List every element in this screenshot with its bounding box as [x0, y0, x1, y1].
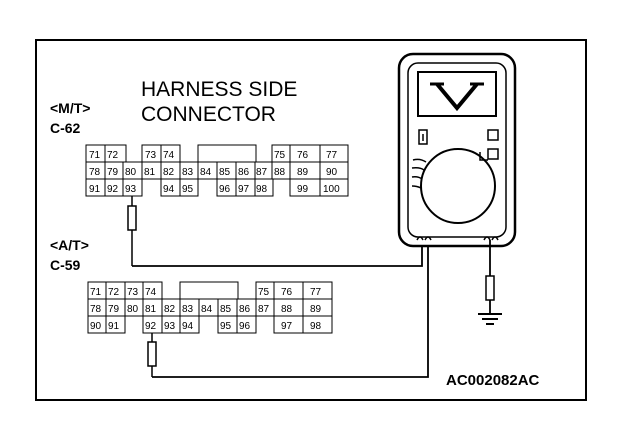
- pin-100: 100: [323, 184, 340, 195]
- pin-75: 75: [274, 150, 286, 161]
- pin-79: 79: [107, 167, 119, 178]
- pin-77: 77: [326, 150, 338, 161]
- pin-73: 73: [145, 150, 157, 161]
- button-icon: [487, 148, 499, 160]
- pin-90: 90: [326, 167, 338, 178]
- pin-71: 71: [89, 150, 101, 161]
- at-pin-92: 92: [145, 321, 157, 332]
- at-pin-78: 78: [90, 304, 102, 315]
- probe-c59-pin92: [147, 333, 157, 377]
- pin-84: 84: [200, 167, 212, 178]
- at-pin-76: 76: [281, 287, 293, 298]
- pin-95: 95: [182, 184, 194, 195]
- at-pin-84: 84: [201, 304, 213, 315]
- pin-88: 88: [274, 167, 286, 178]
- pin-93: 93: [125, 184, 137, 195]
- at-pin-94: 94: [182, 321, 194, 332]
- at-pin-74: 74: [145, 287, 157, 298]
- wire-c59-to-meter: [152, 240, 429, 378]
- pin-86: 86: [238, 167, 250, 178]
- connector-c59: 71 72 73 74 75 76 77 78 79 80 81 82 83 8…: [87, 281, 333, 334]
- pin-97: 97: [238, 184, 250, 195]
- pin-78: 78: [89, 167, 101, 178]
- v-symbol-icon: [435, 82, 479, 112]
- pin-76: 76: [297, 150, 309, 161]
- at-pin-71: 71: [90, 287, 102, 298]
- at-pin-88: 88: [281, 304, 293, 315]
- at-pin-85: 85: [220, 304, 232, 315]
- at-pin-96: 96: [239, 321, 251, 332]
- at-pin-75: 75: [258, 287, 270, 298]
- at-label: <A/T>: [50, 237, 89, 253]
- at-pin-87: 87: [258, 304, 270, 315]
- pin-87: 87: [256, 167, 268, 178]
- pin-98: 98: [256, 184, 268, 195]
- pin-91: 91: [89, 184, 101, 195]
- jack-icon: [424, 236, 432, 241]
- pin-82: 82: [163, 167, 175, 178]
- pin-92: 92: [107, 184, 119, 195]
- at-pin-90: 90: [90, 321, 102, 332]
- wire-c62-to-meter: [132, 240, 423, 267]
- at-connector-label: C-59: [50, 257, 81, 273]
- pin-96: 96: [219, 184, 231, 195]
- at-pin-83: 83: [182, 304, 194, 315]
- at-pin-86: 86: [239, 304, 251, 315]
- jack-icon: [416, 236, 424, 241]
- pin-81: 81: [144, 167, 156, 178]
- ground-lead: [478, 240, 502, 325]
- at-pin-77: 77: [310, 287, 322, 298]
- pin-94: 94: [163, 184, 175, 195]
- at-pin-91: 91: [108, 321, 120, 332]
- dial-icon: [420, 148, 496, 224]
- mt-connector-label: C-62: [50, 120, 81, 136]
- jack-icon: [491, 236, 499, 241]
- mt-label: <M/T>: [50, 100, 90, 116]
- pin-85: 85: [219, 167, 231, 178]
- at-pin-97: 97: [281, 321, 293, 332]
- connector-c62: 71 72 73 74 75 76 77 78 79 80 81 82 83 8…: [85, 144, 349, 197]
- at-pin-98: 98: [310, 321, 322, 332]
- title-line-2: CONNECTOR: [141, 103, 276, 126]
- diagram-frame: [35, 39, 587, 401]
- pin-89: 89: [297, 167, 309, 178]
- pin-99: 99: [297, 184, 309, 195]
- jack-icon: [483, 236, 491, 241]
- figure-id: AC002082AC: [446, 372, 540, 389]
- pin-74: 74: [163, 150, 175, 161]
- pin-80: 80: [125, 167, 137, 178]
- pin-83: 83: [182, 167, 194, 178]
- at-pin-73: 73: [127, 287, 139, 298]
- at-pin-89: 89: [310, 304, 322, 315]
- pin-72: 72: [107, 150, 119, 161]
- title-line-1: HARNESS SIDE: [141, 78, 297, 101]
- at-pin-81: 81: [145, 304, 157, 315]
- at-pin-95: 95: [220, 321, 232, 332]
- at-pin-82: 82: [164, 304, 176, 315]
- at-pin-79: 79: [108, 304, 120, 315]
- at-pin-93: 93: [164, 321, 176, 332]
- voltmeter: [397, 52, 517, 248]
- button-icon: [487, 129, 499, 141]
- at-pin-72: 72: [108, 287, 120, 298]
- probe-c62-pin93: [127, 196, 137, 266]
- at-pin-80: 80: [127, 304, 139, 315]
